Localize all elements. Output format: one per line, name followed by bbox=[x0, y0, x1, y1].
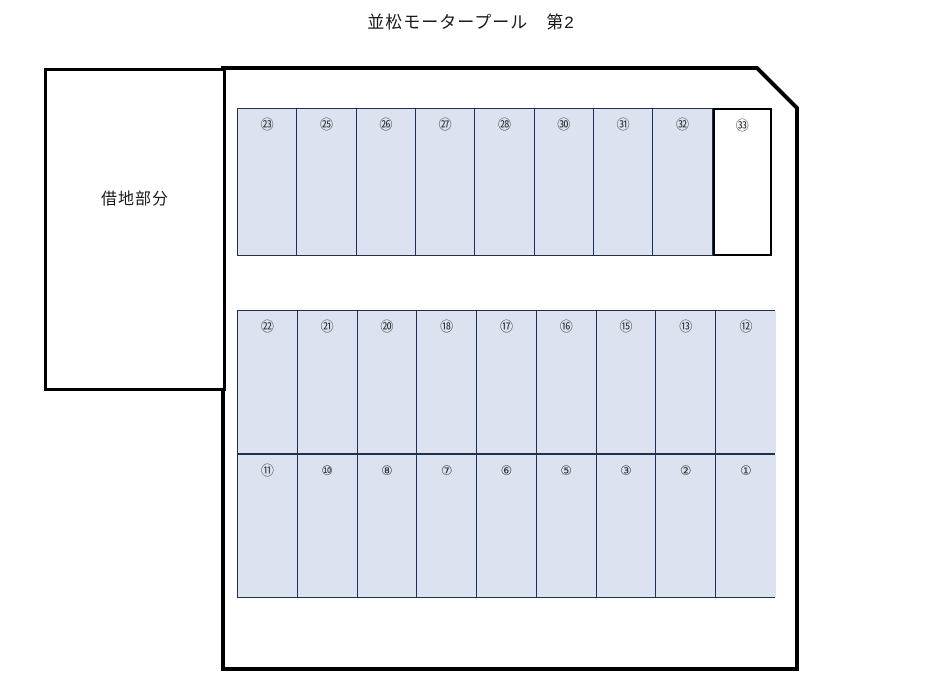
stall-number-label: ① bbox=[740, 464, 752, 479]
parking-stall-①[interactable]: ① bbox=[716, 455, 776, 597]
stall-number-label: ㉜ bbox=[675, 118, 689, 133]
stall-number-label: ⑦ bbox=[440, 464, 453, 479]
stall-number-label: ⑮ bbox=[619, 320, 633, 335]
parking-stall-㉓[interactable]: ㉓ bbox=[238, 109, 298, 255]
parking-block-top: ㉓ ㉕ ㉖ ㉗ ㉘ ㉚ ㉛ ㉜ ㉝ bbox=[237, 108, 772, 256]
parking-stall-⑮[interactable]: ⑮ bbox=[596, 311, 657, 453]
stall-number-label: ③ bbox=[620, 464, 632, 479]
parking-stall-㉑[interactable]: ㉑ bbox=[297, 311, 358, 453]
parking-stall-㉚[interactable]: ㉚ bbox=[534, 109, 594, 255]
parking-block-bottom: ⑪ ⑩ ⑧ ⑦ ⑥ ⑤ ③ ② ① bbox=[237, 454, 776, 598]
stall-number-label: ⑰ bbox=[499, 320, 513, 335]
parking-stall-⑩[interactable]: ⑩ bbox=[297, 455, 358, 597]
parking-stall-⑳[interactable]: ⑳ bbox=[357, 311, 418, 453]
leased-land-label: 借地部分 bbox=[100, 191, 169, 208]
parking-stall-㉘[interactable]: ㉘ bbox=[475, 109, 535, 255]
parking-stall-⑬[interactable]: ⑬ bbox=[656, 311, 717, 453]
parking-stall-㉕[interactable]: ㉕ bbox=[297, 109, 357, 255]
leased-land-area bbox=[44, 68, 226, 391]
parking-stall-⑧[interactable]: ⑧ bbox=[357, 455, 418, 597]
stall-number-label: ⑥ bbox=[500, 464, 513, 479]
parking-stall-⑪[interactable]: ⑪ bbox=[238, 455, 298, 597]
stall-number-label: ② bbox=[679, 464, 692, 479]
parking-stall-⑯[interactable]: ⑯ bbox=[536, 311, 597, 453]
stall-number-label: ㉛ bbox=[616, 118, 630, 133]
stall-number-label: ⑱ bbox=[440, 320, 454, 335]
parking-stall-⑥[interactable]: ⑥ bbox=[477, 455, 537, 597]
stall-number-label: ㉗ bbox=[438, 118, 452, 133]
stall-number-label: ㉘ bbox=[497, 118, 511, 133]
parking-stall-③[interactable]: ③ bbox=[596, 455, 657, 597]
stall-number-label: ㉚ bbox=[557, 118, 571, 133]
stall-number-label: ⑬ bbox=[679, 320, 693, 335]
stall-number-label: ㉕ bbox=[319, 118, 333, 133]
parking-stall-㉖[interactable]: ㉖ bbox=[356, 109, 416, 255]
stall-number-label: ⑤ bbox=[560, 464, 573, 479]
stall-number-label: ⑫ bbox=[739, 320, 753, 335]
parking-stall-⑱[interactable]: ⑱ bbox=[417, 311, 478, 453]
stall-number-label: ⑪ bbox=[260, 464, 274, 479]
stall-number-label: ㉒ bbox=[260, 320, 274, 335]
parking-stall-㉝[interactable]: ㉝ bbox=[712, 108, 772, 256]
parking-stall-②[interactable]: ② bbox=[656, 455, 717, 597]
stall-number-label: ⑩ bbox=[321, 464, 333, 479]
stall-number-label: ⑧ bbox=[381, 464, 393, 479]
stall-number-label: ⑯ bbox=[559, 320, 573, 335]
parking-stall-㉒[interactable]: ㉒ bbox=[238, 311, 298, 453]
parking-stall-⑫[interactable]: ⑫ bbox=[716, 311, 776, 453]
stall-number-label: ㉓ bbox=[260, 118, 274, 133]
parking-stall-㉜[interactable]: ㉜ bbox=[653, 109, 713, 255]
parking-stall-⑦[interactable]: ⑦ bbox=[417, 455, 478, 597]
stall-number-label: ㉖ bbox=[379, 118, 393, 133]
page-title: 並松モータープール 第2 bbox=[367, 13, 575, 32]
stall-number-label: ⑳ bbox=[380, 320, 394, 335]
parking-stall-⑰[interactable]: ⑰ bbox=[477, 311, 537, 453]
parking-block-middle: ㉒ ㉑ ⑳ ⑱ ⑰ ⑯ ⑮ ⑬ ⑫ bbox=[237, 310, 776, 454]
parking-stall-⑤[interactable]: ⑤ bbox=[536, 455, 597, 597]
parking-stall-㉛[interactable]: ㉛ bbox=[593, 109, 654, 255]
stall-number-label: ㉑ bbox=[320, 320, 334, 335]
stall-number-label: ㉝ bbox=[735, 119, 749, 134]
parking-stall-㉗[interactable]: ㉗ bbox=[415, 109, 476, 255]
